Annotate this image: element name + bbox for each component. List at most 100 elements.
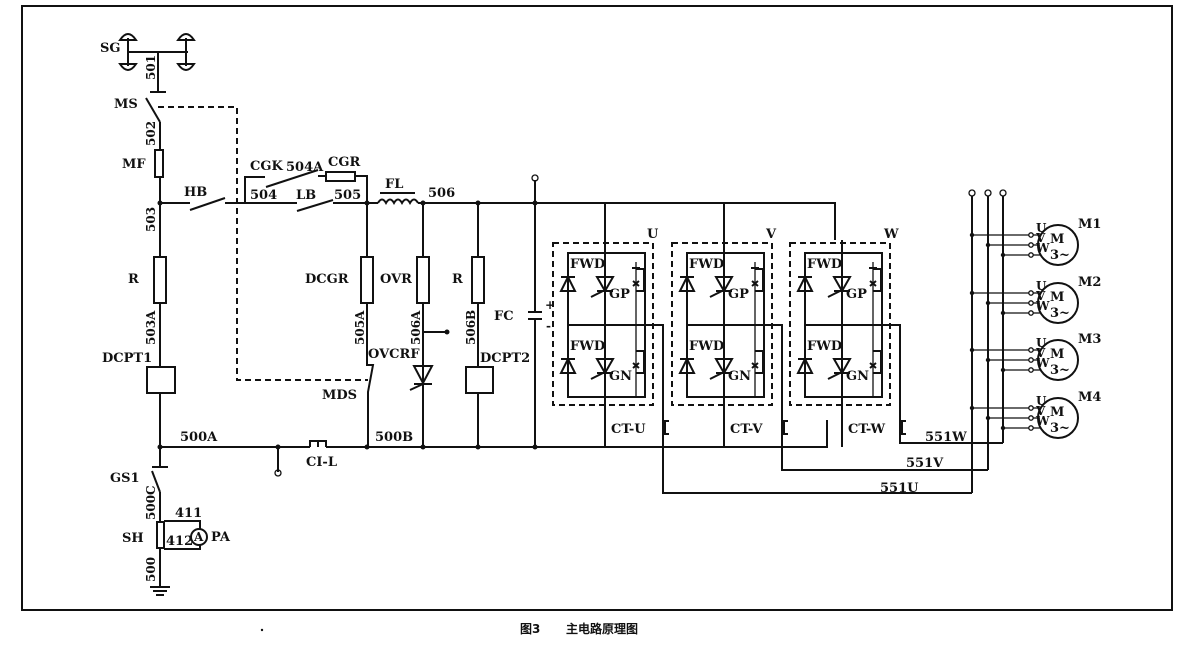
frame (21, 5, 1173, 611)
snubber (755, 350, 764, 374)
motor-symbol: M (1050, 405, 1064, 420)
gs1-switch (151, 470, 161, 493)
label-cgr: CGR (328, 155, 360, 170)
label-motor-name: M3 (1078, 332, 1101, 347)
label-gp: GP (609, 287, 630, 302)
label-ct: CT-W (848, 422, 886, 437)
mf-fuse (154, 149, 164, 178)
label-500c: 500C (144, 485, 158, 520)
terminal-label-w: W (1035, 241, 1050, 255)
label-dcpt1: DCPT1 (102, 351, 152, 366)
ci-l-sensor (309, 440, 327, 447)
label-411: 411 (175, 506, 202, 521)
label-cgk: CGK (250, 159, 283, 174)
label-gp: GP (846, 287, 867, 302)
label-gn: GN (846, 369, 869, 384)
dcpt1-sensor (146, 366, 176, 394)
cgk-contact (265, 169, 319, 188)
label-ct: CT-U (611, 422, 646, 437)
label-ci-l: CI-L (306, 455, 337, 470)
phase-output-line (687, 324, 988, 471)
phase-output-line (805, 324, 1003, 444)
terminal (999, 189, 1007, 197)
label-506b: 506B (464, 310, 478, 345)
terminal-label-w: W (1035, 299, 1050, 313)
label-motor-name: M2 (1078, 275, 1101, 290)
label-501: 501 (144, 55, 158, 80)
terminal-label-v: V (1035, 231, 1046, 245)
label-503: 503 (144, 207, 158, 232)
snubber (873, 350, 882, 374)
terminal-label-w: W (1035, 414, 1050, 428)
caption-figure: 图3 (520, 622, 540, 636)
terminal-label-v: V (1035, 346, 1046, 360)
igbt-module-u: FWD GP FWD GN U CT-U (552, 203, 972, 494)
igbt-switch (590, 358, 615, 380)
label-ovcrf: OVCRF (368, 347, 420, 362)
caption-title: 主电路原理图 (566, 621, 638, 636)
label-phase: W (883, 227, 899, 242)
igbt-switch (827, 276, 852, 298)
label-506a: 506A (409, 310, 423, 345)
terminal (968, 189, 976, 197)
motor-type: 3~ (1050, 421, 1070, 436)
label-fwd: FWD (689, 257, 724, 272)
label-mf: MF (122, 157, 146, 172)
lb-switch (296, 199, 334, 212)
phase-output-line (568, 324, 972, 494)
terminal-label-u: U (1036, 221, 1047, 235)
fc-capacitor (528, 180, 542, 447)
motor-symbol: M (1050, 290, 1064, 305)
label-r-left: R (128, 272, 139, 287)
snubber (755, 268, 764, 292)
label-dcgr: DCGR (305, 272, 349, 287)
ms-switch (145, 97, 161, 123)
ground-icon (150, 586, 170, 596)
label-500a: 500A (180, 430, 218, 445)
label-505: 505 (334, 188, 361, 203)
terminal (984, 189, 992, 197)
label-504a: 504A (286, 160, 324, 175)
sh-shunt (156, 521, 165, 549)
label-551w: 551W (925, 430, 967, 445)
label-minus: - (546, 319, 551, 333)
label-motor-name: M1 (1078, 217, 1101, 232)
ovr-resistor (416, 256, 430, 304)
fwd-diode (796, 274, 814, 292)
igbt-switch (827, 358, 852, 380)
label-phase: U (647, 227, 659, 242)
dcgr-resistor (360, 256, 374, 304)
igbt-module-w: FWD GP FWD GN W CT-W (789, 227, 1003, 447)
label-gp: GP (728, 287, 749, 302)
label-motor-name: M4 (1078, 390, 1101, 405)
label-gn: GN (728, 369, 751, 384)
label-mds: MDS (322, 388, 357, 403)
r-resistor-right (471, 256, 485, 304)
ct-sensor (901, 420, 906, 435)
igbt-switch (709, 276, 734, 298)
terminal-label-w: W (1035, 356, 1050, 370)
snubber (873, 268, 882, 292)
label-sg: SG (100, 41, 121, 56)
label-ovr: OVR (380, 272, 412, 287)
label-r-right: R (452, 272, 463, 287)
terminal-label-u: U (1036, 279, 1047, 293)
label-ct: CT-V (730, 422, 763, 437)
label-504: 504 (250, 188, 277, 203)
label-dcpt2: DCPT2 (480, 351, 530, 366)
label-551u: 551U (880, 481, 919, 496)
label-fwd: FWD (807, 339, 842, 354)
motor-type: 3~ (1050, 306, 1070, 321)
label-fwd: FWD (807, 257, 842, 272)
label-500b: 500B (375, 430, 413, 445)
terminal-label-u: U (1036, 394, 1047, 408)
label-fc: FC (494, 309, 514, 324)
terminal (531, 174, 539, 182)
label-502: 502 (144, 121, 158, 146)
